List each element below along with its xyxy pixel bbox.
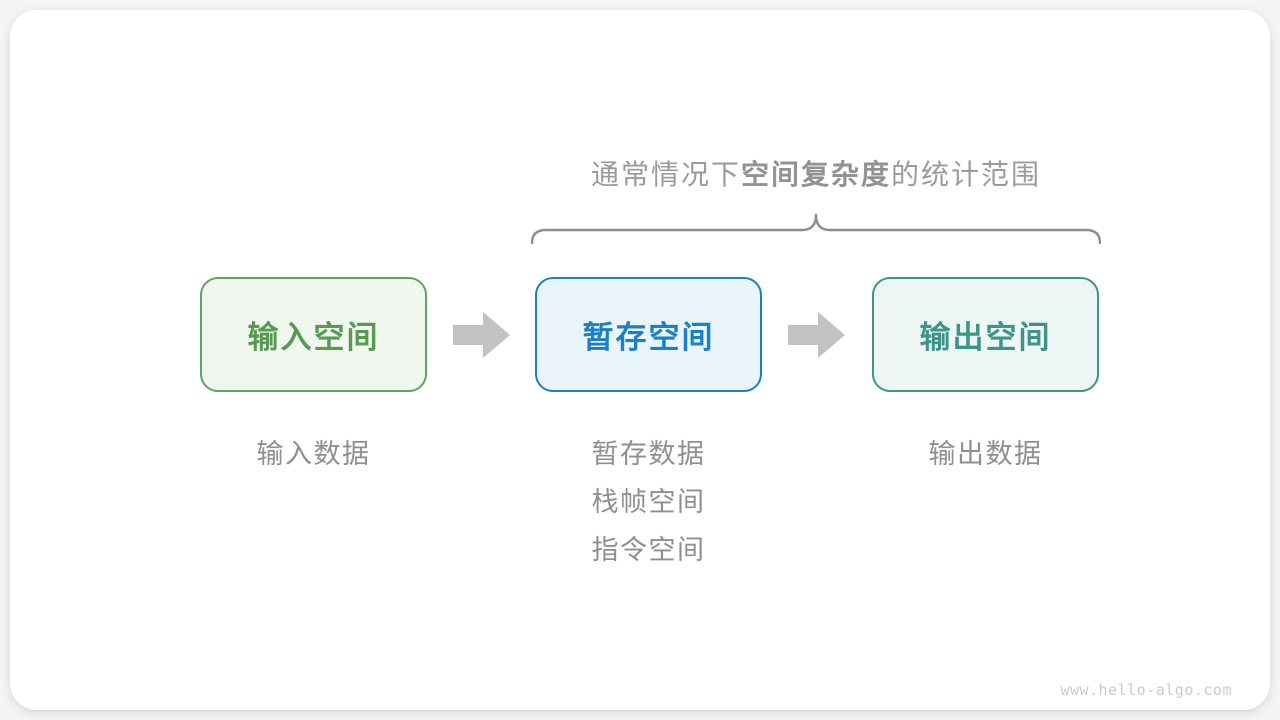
- watermark: www.hello-algo.com: [1060, 681, 1232, 699]
- box-input-space-label: 输入空间: [247, 320, 380, 355]
- box-output-space-label: 输出空间: [919, 320, 1052, 355]
- title-prefix: 通常情况下: [590, 159, 741, 190]
- box-output-space: 输出空间: [872, 277, 1099, 392]
- box-input-space: 输入空间: [200, 277, 427, 392]
- diagram-card: 通常情况下空间复杂度的统计范围 输入空间 暂存空间 输出空间 输入数据 暂存数据…: [10, 10, 1270, 710]
- box-temp-space: 暂存空间: [535, 277, 762, 392]
- title-suffix: 的统计范围: [891, 159, 1042, 190]
- diagram-title: 通常情况下空间复杂度的统计范围: [460, 153, 1172, 193]
- curly-brace-icon: [530, 213, 1102, 245]
- note-line: 输出数据: [928, 439, 1043, 469]
- notes-input-space: 输入数据: [200, 430, 427, 478]
- note-line: 指令空间: [591, 535, 706, 565]
- title-emphasis: 空间复杂度: [740, 159, 891, 190]
- flow-arrow-icon: [788, 312, 845, 358]
- notes-output-space: 输出数据: [872, 430, 1099, 478]
- note-line: 栈帧空间: [591, 487, 706, 517]
- flow-arrow-icon: [453, 312, 510, 358]
- notes-temp-space: 暂存数据 栈帧空间 指令空间: [535, 430, 762, 574]
- note-line: 输入数据: [256, 439, 371, 469]
- box-temp-space-label: 暂存空间: [582, 320, 715, 355]
- note-line: 暂存数据: [591, 439, 706, 469]
